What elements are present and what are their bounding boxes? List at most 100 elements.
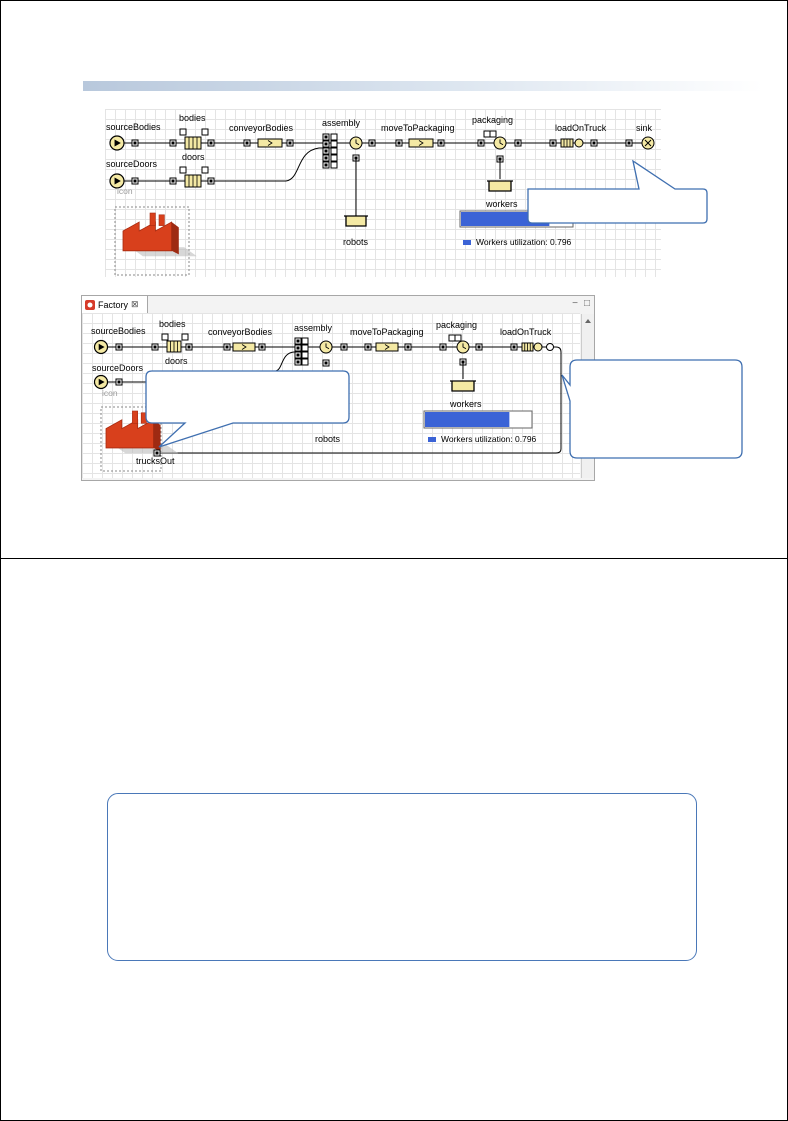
callout-trucks (561, 359, 743, 459)
label-icon: icon (117, 186, 133, 196)
port-dot (153, 345, 157, 349)
port-dot (592, 141, 596, 145)
workers-pool-2 (451, 381, 475, 392)
maximize-icon[interactable]: □ (583, 298, 590, 309)
factory-icon-2 (105, 410, 179, 454)
tab-close-icon[interactable]: ⊠ (131, 299, 139, 309)
source-doors-block-2-play-icon (98, 378, 105, 386)
minimize-icon[interactable]: − (572, 298, 578, 309)
assembly-input-port-dot (324, 149, 328, 153)
port-dot (117, 380, 121, 384)
doors-to-assembly-connector (285, 147, 336, 182)
load-on-truck-delay-2 (533, 342, 543, 352)
port-dot (209, 179, 213, 183)
label-sourcebodies-2: sourceBodies (91, 326, 146, 336)
factory-tab-icon (85, 299, 95, 310)
label-loadontruck: loadOnTruck (555, 123, 607, 133)
assembly-input-port-open-2 (301, 337, 309, 345)
label-assembly-2: assembly (294, 323, 333, 333)
label-bodies-2: bodies (159, 319, 186, 329)
port-dot (209, 141, 213, 145)
port-dot (627, 141, 631, 145)
label-sourcedoors: sourceDoors (106, 159, 158, 169)
source-bodies-block-play-icon (114, 139, 121, 147)
label-sourcebodies: sourceBodies (106, 122, 161, 132)
port-dot (551, 141, 555, 145)
port-top (181, 333, 189, 341)
assembly-input-port-dot (324, 142, 328, 146)
port-top (201, 166, 209, 174)
port-dot (366, 345, 370, 349)
slide-title-bar (83, 81, 763, 91)
label-robots-2: robots (315, 434, 341, 444)
assembly-input-port-2-dot (296, 353, 300, 357)
robots-pool (345, 216, 367, 227)
doors-to-assembly-connector-2 (275, 351, 301, 372)
port-dot (512, 345, 516, 349)
sink-block-x-icon (644, 139, 652, 147)
port-dot (187, 345, 191, 349)
port-dot (245, 141, 249, 145)
assembly-input-port-open (330, 161, 338, 169)
port-top (201, 128, 209, 136)
tab-title: Factory (98, 299, 129, 310)
assembly-input-port-2-dot (296, 339, 300, 343)
label-assembly: assembly (322, 118, 361, 128)
port-dot (516, 141, 520, 145)
port-dot (406, 345, 410, 349)
move-to-packaging-block-arrow-icon (418, 140, 424, 146)
assembly-input-port-2-dot (296, 360, 300, 364)
label-sourcedoors-2: sourceDoors (92, 363, 144, 373)
slide-top: Factory ⊠ − □ sourceBodies bodies convey… (0, 0, 788, 560)
slide-bottom (0, 558, 788, 1121)
assembly-input-port-open (330, 140, 338, 148)
label-loadontruck-2: loadOnTruck (500, 327, 552, 337)
port-dot (133, 141, 137, 145)
label-movetopackaging-2: moveToPackaging (350, 327, 424, 337)
icon-selection-box-2 (100, 406, 162, 472)
label-robots: robots (343, 237, 369, 247)
label-trucksout: trucksOut (136, 456, 175, 466)
port-dot (171, 179, 175, 183)
workers-utilization-bar-fill (461, 212, 550, 226)
assembly-input-port-dot (324, 135, 328, 139)
port-dot (397, 141, 401, 145)
source-doors-block-play-icon (114, 177, 121, 185)
label-movetopackaging: moveToPackaging (381, 123, 455, 133)
port-dot (477, 345, 481, 349)
port-dot (133, 179, 137, 183)
trucks-out-port-dot (155, 451, 159, 455)
port-dot (441, 345, 445, 349)
workers-utilization-text-2: Workers utilization: 0.796 (428, 434, 536, 444)
assembly-input-port-open (330, 154, 338, 162)
assembly-input-port-open-2 (301, 344, 309, 352)
source-bodies-block-2-play-icon (98, 343, 105, 351)
assembly-input-port-dot (324, 163, 328, 167)
label-packaging-2: packaging (436, 320, 478, 330)
port-dot (479, 141, 483, 145)
label-sink: sink (636, 123, 653, 133)
port-dot (171, 141, 175, 145)
label-doors-2: doors (165, 356, 188, 366)
port-top (161, 333, 169, 341)
assembly-input-port-open-2 (301, 351, 309, 359)
conveyor-bodies-block-2 (232, 342, 256, 352)
move-to-packaging-block (408, 138, 434, 148)
content-box (107, 793, 697, 961)
label-bodies: bodies (179, 113, 206, 123)
conveyor-bodies-block-2-arrow-icon (241, 344, 247, 350)
port-dot (342, 345, 346, 349)
robots-port-2-dot (324, 361, 328, 365)
conveyor-bodies-block (257, 138, 283, 148)
workers-pool (488, 181, 512, 192)
label-doors: doors (182, 152, 205, 162)
port-top (179, 166, 187, 174)
port-top (483, 130, 491, 138)
conveyor-bodies-block-arrow-icon (267, 140, 273, 146)
label-conveyorbodies: conveyorBodies (229, 123, 294, 133)
scroll-up-icon[interactable] (582, 315, 594, 327)
port-top (489, 130, 497, 138)
packaging-delay-block-2-clock-icon (462, 343, 467, 350)
move-to-packaging-block-2 (375, 342, 399, 352)
packaging-delay-block-clock-icon (499, 139, 504, 146)
